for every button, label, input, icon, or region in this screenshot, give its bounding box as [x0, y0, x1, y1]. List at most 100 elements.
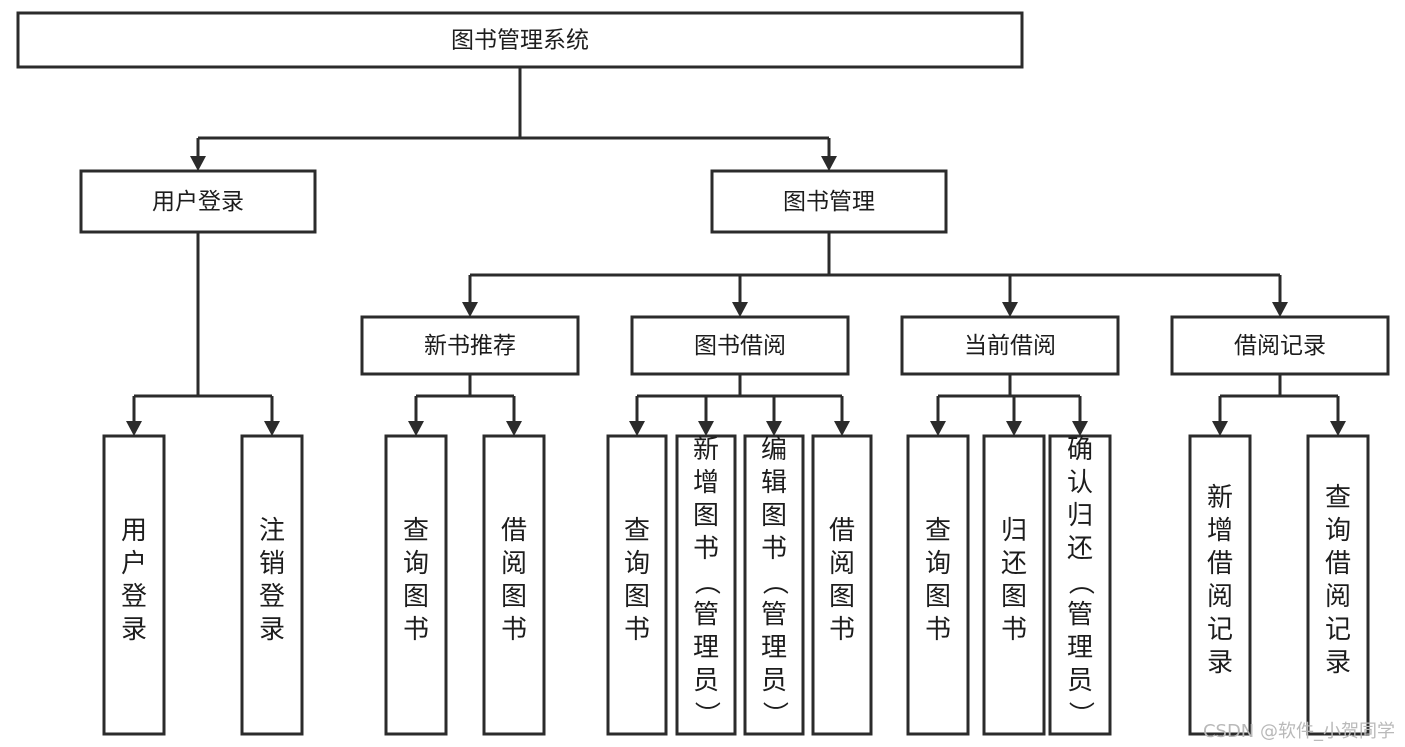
svg-text:书: 书 — [925, 615, 951, 645]
svg-text:员: 员 — [761, 666, 787, 696]
node-leaf-注销登录-1-box[interactable] — [240, 434, 304, 736]
svg-text:确: 确 — [1067, 435, 1093, 465]
node-level2-图书管理[interactable]: 图书管理 — [710, 169, 948, 234]
arrow-head-icon — [1212, 421, 1228, 436]
arrow-head-icon — [821, 156, 837, 171]
node-level3-新书推荐[interactable]: 新书推荐 — [360, 315, 580, 376]
svg-text:书: 书 — [693, 534, 719, 564]
arrow-head-icon — [1330, 421, 1346, 436]
svg-text:书: 书 — [1001, 615, 1027, 645]
arrow-head-icon — [930, 421, 946, 436]
node-leaf-查询图书-2-box[interactable] — [384, 434, 448, 736]
svg-text:图: 图 — [761, 501, 787, 531]
node-leaf-编辑图书管理员-6-box[interactable] — [743, 434, 805, 736]
node-level2-用户登录-label: 用户登录 — [152, 189, 244, 215]
node-level3-借阅记录-label: 借阅记录 — [1234, 333, 1326, 359]
node-level3-当前借阅-label: 当前借阅 — [964, 333, 1056, 359]
node-level3-图书借阅[interactable]: 图书借阅 — [630, 315, 850, 376]
node-leaf-用户登录-0[interactable]: 用户登录 — [102, 434, 166, 736]
node-root-图书管理系统-box[interactable] — [16, 11, 1024, 69]
svg-text:书: 书 — [501, 615, 527, 645]
svg-text:借: 借 — [1325, 549, 1351, 579]
node-leaf-新增借阅记录-11-box[interactable] — [1188, 434, 1252, 736]
svg-text:）: ） — [691, 701, 721, 727]
node-level3-当前借阅-box[interactable] — [900, 315, 1120, 376]
arrow-head-icon — [506, 421, 522, 436]
node-level3-图书借阅-box[interactable] — [630, 315, 850, 376]
node-leaf-借阅图书-7-box[interactable] — [811, 434, 873, 736]
svg-text:查: 查 — [925, 516, 951, 546]
svg-text:图: 图 — [925, 582, 951, 612]
node-level2-用户登录[interactable]: 用户登录 — [79, 169, 317, 234]
svg-text:阅: 阅 — [829, 549, 855, 579]
svg-text:新: 新 — [1207, 483, 1233, 513]
node-leaf-借阅图书-3-box[interactable] — [482, 434, 546, 736]
arrow-head-icon — [732, 302, 748, 317]
node-level3-借阅记录[interactable]: 借阅记录 — [1170, 315, 1390, 376]
svg-text:书: 书 — [761, 534, 787, 564]
connector-layer — [126, 67, 1346, 436]
node-leaf-查询图书-4-box[interactable] — [606, 434, 668, 736]
svg-text:询: 询 — [925, 549, 951, 579]
node-level3-新书推荐-box[interactable] — [360, 315, 580, 376]
svg-text:登: 登 — [259, 582, 285, 612]
svg-text:）: ） — [1065, 701, 1095, 727]
svg-text:登: 登 — [121, 582, 147, 612]
node-level2-图书管理-label: 图书管理 — [783, 189, 875, 215]
node-leaf-用户登录-0-box[interactable] — [102, 434, 166, 736]
arrow-head-icon — [462, 302, 478, 317]
arrow-head-icon — [408, 421, 424, 436]
svg-text:阅: 阅 — [1207, 582, 1233, 612]
svg-text:图: 图 — [624, 582, 650, 612]
svg-text:录: 录 — [1207, 648, 1233, 678]
node-leaf-查询借阅记录-12-box[interactable] — [1306, 434, 1370, 736]
svg-text:员: 员 — [1067, 666, 1093, 696]
node-leaf-新增图书管理员-5-box[interactable] — [675, 434, 737, 736]
node-leaf-确认归还管理员-10-box[interactable] — [1048, 434, 1112, 736]
svg-text:理: 理 — [761, 633, 787, 663]
svg-text:（: （ — [1065, 569, 1095, 595]
svg-text:记: 记 — [1207, 615, 1233, 645]
svg-text:借: 借 — [1207, 549, 1233, 579]
node-leaf-用户登录-0-label: 用户登录 — [121, 516, 147, 645]
node-level3-当前借阅[interactable]: 当前借阅 — [900, 315, 1120, 376]
svg-text:询: 询 — [1325, 516, 1351, 546]
csdn-watermark: CSDN @软件_小贺同学 — [1202, 721, 1395, 742]
node-level2-图书管理-box[interactable] — [710, 169, 948, 234]
svg-text:编: 编 — [761, 435, 787, 465]
svg-text:阅: 阅 — [501, 549, 527, 579]
arrow-head-icon — [126, 421, 142, 436]
node-leaf-查询图书-8-box[interactable] — [906, 434, 970, 736]
node-leaf-归还图书-9-box[interactable] — [982, 434, 1046, 736]
node-root-图书管理系统[interactable]: 图书管理系统 — [16, 11, 1024, 69]
svg-text:图: 图 — [1001, 582, 1027, 612]
svg-text:新: 新 — [693, 435, 719, 465]
node-level3-图书借阅-label: 图书借阅 — [694, 333, 786, 359]
arrow-head-icon — [1006, 421, 1022, 436]
node-root-图书管理系统-label: 图书管理系统 — [451, 28, 589, 54]
node-level3-借阅记录-box[interactable] — [1170, 315, 1390, 376]
svg-text:管: 管 — [761, 600, 787, 630]
svg-text:书: 书 — [403, 615, 429, 645]
svg-text:询: 询 — [624, 549, 650, 579]
node-level2-用户登录-box[interactable] — [79, 169, 317, 234]
